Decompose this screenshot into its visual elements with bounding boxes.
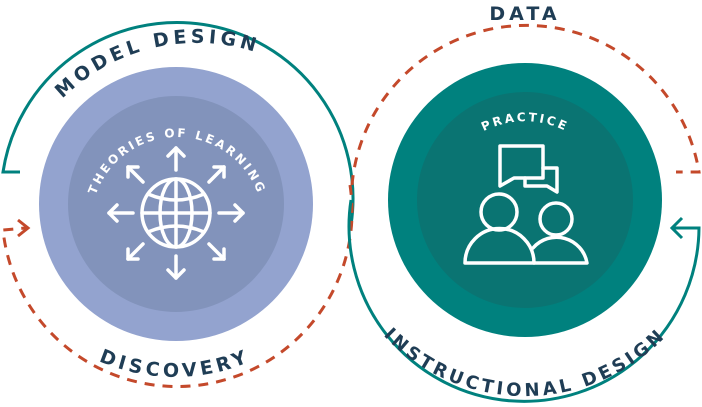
instructional-design-arc — [347, 199, 701, 403]
instructional-arrowhead-icon — [669, 216, 684, 240]
svg-text:DISCOVERY: DISCOVERY — [97, 345, 254, 382]
people-chat-icon — [463, 144, 589, 265]
practice-circle — [388, 63, 662, 337]
globe-arrows-icon — [107, 146, 245, 280]
discovery-label: DISCOVERY — [97, 345, 250, 382]
data-label: DATA — [489, 3, 560, 25]
discovery-arrowhead-icon — [17, 218, 31, 238]
model-design-arc — [1, 20, 355, 226]
data-arc — [350, 23, 701, 186]
